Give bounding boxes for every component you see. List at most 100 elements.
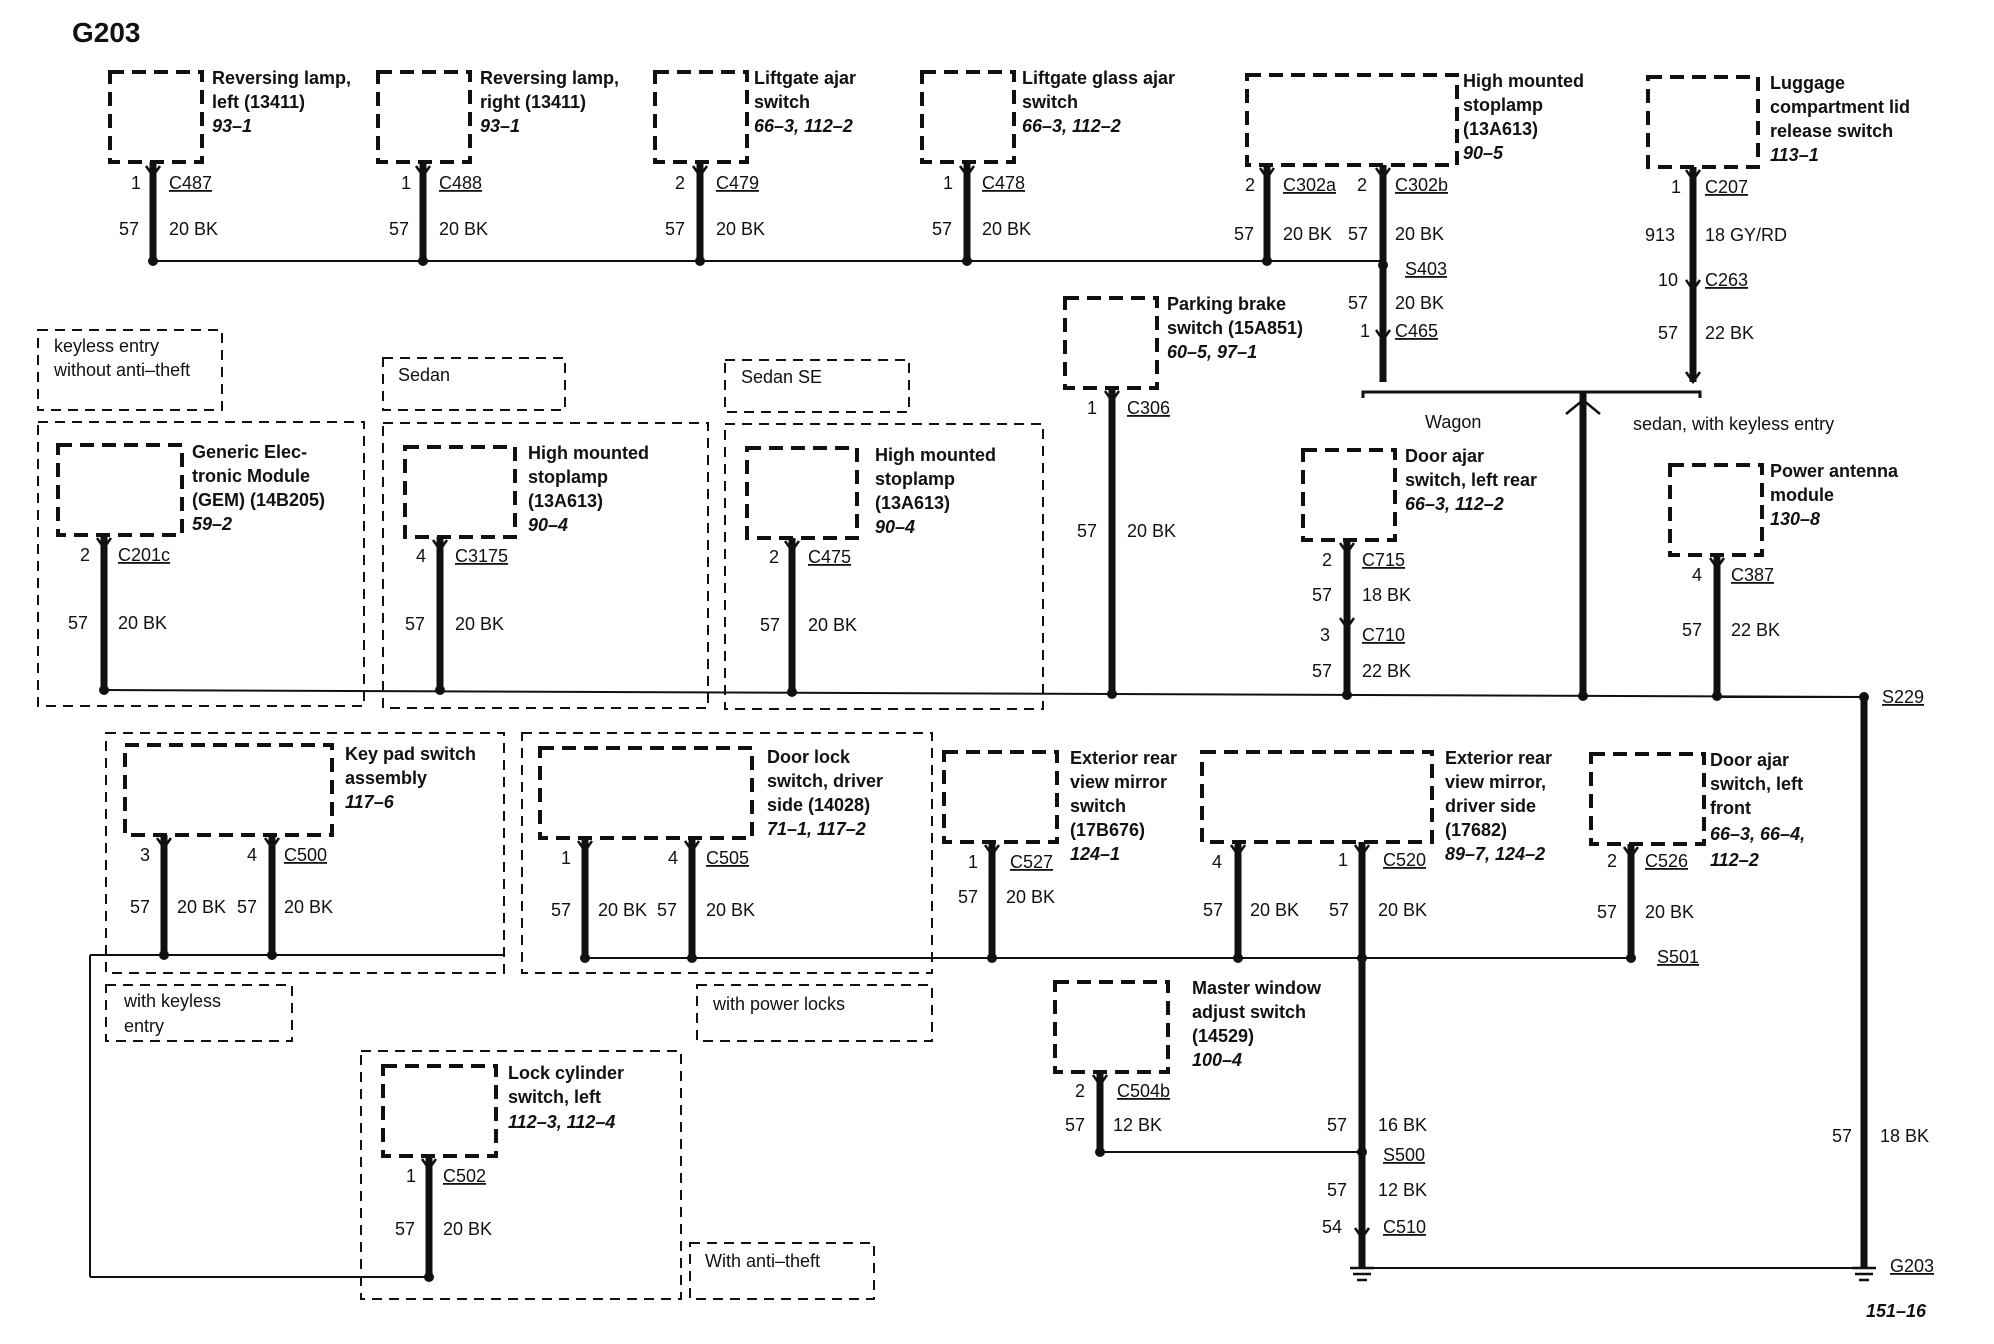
svg-text:1: 1 xyxy=(1671,177,1681,197)
svg-text:57: 57 xyxy=(1329,900,1349,920)
svg-text:2: 2 xyxy=(675,173,685,193)
svg-text:20 BK: 20 BK xyxy=(439,219,488,239)
svg-text:57: 57 xyxy=(1327,1115,1347,1135)
svg-text:18 BK: 18 BK xyxy=(1880,1126,1929,1146)
svg-text:Generic Elec-: Generic Elec- xyxy=(192,442,307,462)
svg-text:Exterior rear: Exterior rear xyxy=(1445,748,1552,768)
svg-text:module: module xyxy=(1770,485,1834,505)
component-generic-electronic-module: Generic Elec- tronic Module (GEM) (14B20… xyxy=(56,442,325,695)
svg-text:Reversing lamp,: Reversing lamp, xyxy=(480,68,619,88)
svg-text:entry: entry xyxy=(124,1016,164,1036)
connector-c302b: C302b xyxy=(1395,175,1448,195)
svg-text:(13A613): (13A613) xyxy=(528,491,603,511)
svg-text:left (13411): left (13411) xyxy=(212,92,305,112)
svg-text:1: 1 xyxy=(968,852,978,872)
svg-text:20 BK: 20 BK xyxy=(598,900,647,920)
svg-text:100–4: 100–4 xyxy=(1192,1050,1242,1070)
connector-c387: C387 xyxy=(1731,565,1774,585)
svg-text:Sedan: Sedan xyxy=(398,365,450,385)
qualifier-with-keyless: with keyless entry xyxy=(105,984,293,1042)
svg-text:57: 57 xyxy=(1597,902,1617,922)
svg-text:20 BK: 20 BK xyxy=(706,900,755,920)
component-power-antenna-module: Power antenna module 130–8 4 C387 57 22 … xyxy=(1668,461,1899,701)
svg-text:4: 4 xyxy=(1212,852,1222,872)
svg-text:66–3, 66–4,: 66–3, 66–4, xyxy=(1710,824,1805,844)
svg-text:20 BK: 20 BK xyxy=(1127,521,1176,541)
svg-text:switch: switch xyxy=(1070,796,1126,816)
svg-text:switch, left: switch, left xyxy=(1710,774,1803,794)
svg-text:22 BK: 22 BK xyxy=(1731,620,1780,640)
page-reference: 151–16 xyxy=(1866,1301,1927,1321)
svg-text:913: 913 xyxy=(1645,225,1675,245)
svg-text:93–1: 93–1 xyxy=(480,116,520,136)
svg-text:right (13411): right (13411) xyxy=(480,92,586,112)
svg-text:assembly: assembly xyxy=(345,768,427,788)
svg-text:Sedan SE: Sedan SE xyxy=(741,367,822,387)
svg-text:57: 57 xyxy=(932,219,952,239)
svg-text:Liftgate ajar: Liftgate ajar xyxy=(754,68,856,88)
svg-text:20 BK: 20 BK xyxy=(1395,224,1444,244)
connector-c479: C479 xyxy=(716,173,759,193)
svg-text:20 BK: 20 BK xyxy=(808,615,857,635)
svg-text:20 BK: 20 BK xyxy=(1250,900,1299,920)
svg-text:20 BK: 20 BK xyxy=(455,614,504,634)
ground-g203: G203 151–16 xyxy=(1350,1256,1934,1321)
svg-text:12 BK: 12 BK xyxy=(1378,1180,1427,1200)
gem-group-frame xyxy=(37,421,365,707)
component-high-mounted-stoplamp-sedan-se: High mounted stoplamp (13A613) 90–4 2 C4… xyxy=(745,445,996,697)
svg-text:60–5, 97–1: 60–5, 97–1 xyxy=(1167,342,1257,362)
svg-text:view mirror,: view mirror, xyxy=(1445,772,1546,792)
svg-text:130–8: 130–8 xyxy=(1770,509,1820,529)
svg-text:(13A613): (13A613) xyxy=(1463,119,1538,139)
component-door-ajar-switch-left-rear: Door ajar switch, left rear 66–3, 112–2 … xyxy=(1301,446,1537,700)
svg-text:57: 57 xyxy=(657,900,677,920)
bottom-ground-bus xyxy=(89,954,1631,1278)
svg-text:4: 4 xyxy=(416,546,426,566)
svg-text:2: 2 xyxy=(80,545,90,565)
svg-text:Power antenna: Power antenna xyxy=(1770,461,1899,481)
connector-c710: C710 xyxy=(1362,625,1405,645)
svg-text:90–4: 90–4 xyxy=(528,515,568,535)
svg-text:switch, driver: switch, driver xyxy=(767,771,883,791)
svg-text:22 BK: 22 BK xyxy=(1705,323,1754,343)
svg-text:22 BK: 22 BK xyxy=(1362,661,1411,681)
qualifier-with-anti-theft: With anti–theft xyxy=(689,1242,875,1300)
svg-text:1: 1 xyxy=(131,173,141,193)
sedan-group-frame xyxy=(382,422,709,709)
svg-text:4: 4 xyxy=(247,845,257,865)
svg-text:2: 2 xyxy=(1245,175,1255,195)
svg-text:High mounted: High mounted xyxy=(1463,71,1584,91)
svg-text:117–6: 117–6 xyxy=(345,792,395,812)
svg-text:57: 57 xyxy=(958,887,978,907)
svg-text:20 BK: 20 BK xyxy=(982,219,1031,239)
connector-c478: C478 xyxy=(982,173,1025,193)
svg-text:2: 2 xyxy=(1322,550,1332,570)
keyless-group-frame xyxy=(105,732,505,974)
component-parking-brake-switch: Parking brake switch (15A851) 60–5, 97–1… xyxy=(1063,294,1303,699)
svg-text:Exterior rear: Exterior rear xyxy=(1070,748,1177,768)
svg-text:112–3, 112–4: 112–3, 112–4 xyxy=(508,1112,615,1132)
svg-text:Liftgate glass ajar: Liftgate glass ajar xyxy=(1022,68,1175,88)
svg-text:Lock cylinder: Lock cylinder xyxy=(508,1063,624,1083)
svg-text:20 BK: 20 BK xyxy=(1645,902,1694,922)
splice-s403: S403 xyxy=(1405,259,1447,279)
svg-text:High mounted: High mounted xyxy=(528,443,649,463)
connector-c306: C306 xyxy=(1127,398,1170,418)
qualifier-wagon: Wagon xyxy=(1425,412,1481,432)
svg-text:113–1: 113–1 xyxy=(1770,145,1819,165)
component-key-pad-switch-assembly: Key pad switch assembly 117–6 3 4 C500 5… xyxy=(123,743,476,960)
connector-c302a: C302a xyxy=(1283,175,1337,195)
svg-text:release switch: release switch xyxy=(1770,121,1893,141)
svg-text:57: 57 xyxy=(760,615,780,635)
svg-text:Parking brake: Parking brake xyxy=(1167,294,1286,314)
svg-text:20 BK: 20 BK xyxy=(716,219,765,239)
connector-c207: C207 xyxy=(1705,177,1748,197)
connector-c505: C505 xyxy=(706,848,749,868)
component-door-ajar-switch-left-front: Door ajar switch, left front 66–3, 66–4,… xyxy=(1589,750,1805,967)
svg-text:Door lock: Door lock xyxy=(767,747,851,767)
svg-text:switch (15A851): switch (15A851) xyxy=(1167,318,1303,338)
qualifier-with-power-locks: with power locks xyxy=(696,984,933,1042)
svg-text:3: 3 xyxy=(140,845,150,865)
svg-text:adjust switch: adjust switch xyxy=(1192,1002,1306,1022)
svg-text:57: 57 xyxy=(237,897,257,917)
